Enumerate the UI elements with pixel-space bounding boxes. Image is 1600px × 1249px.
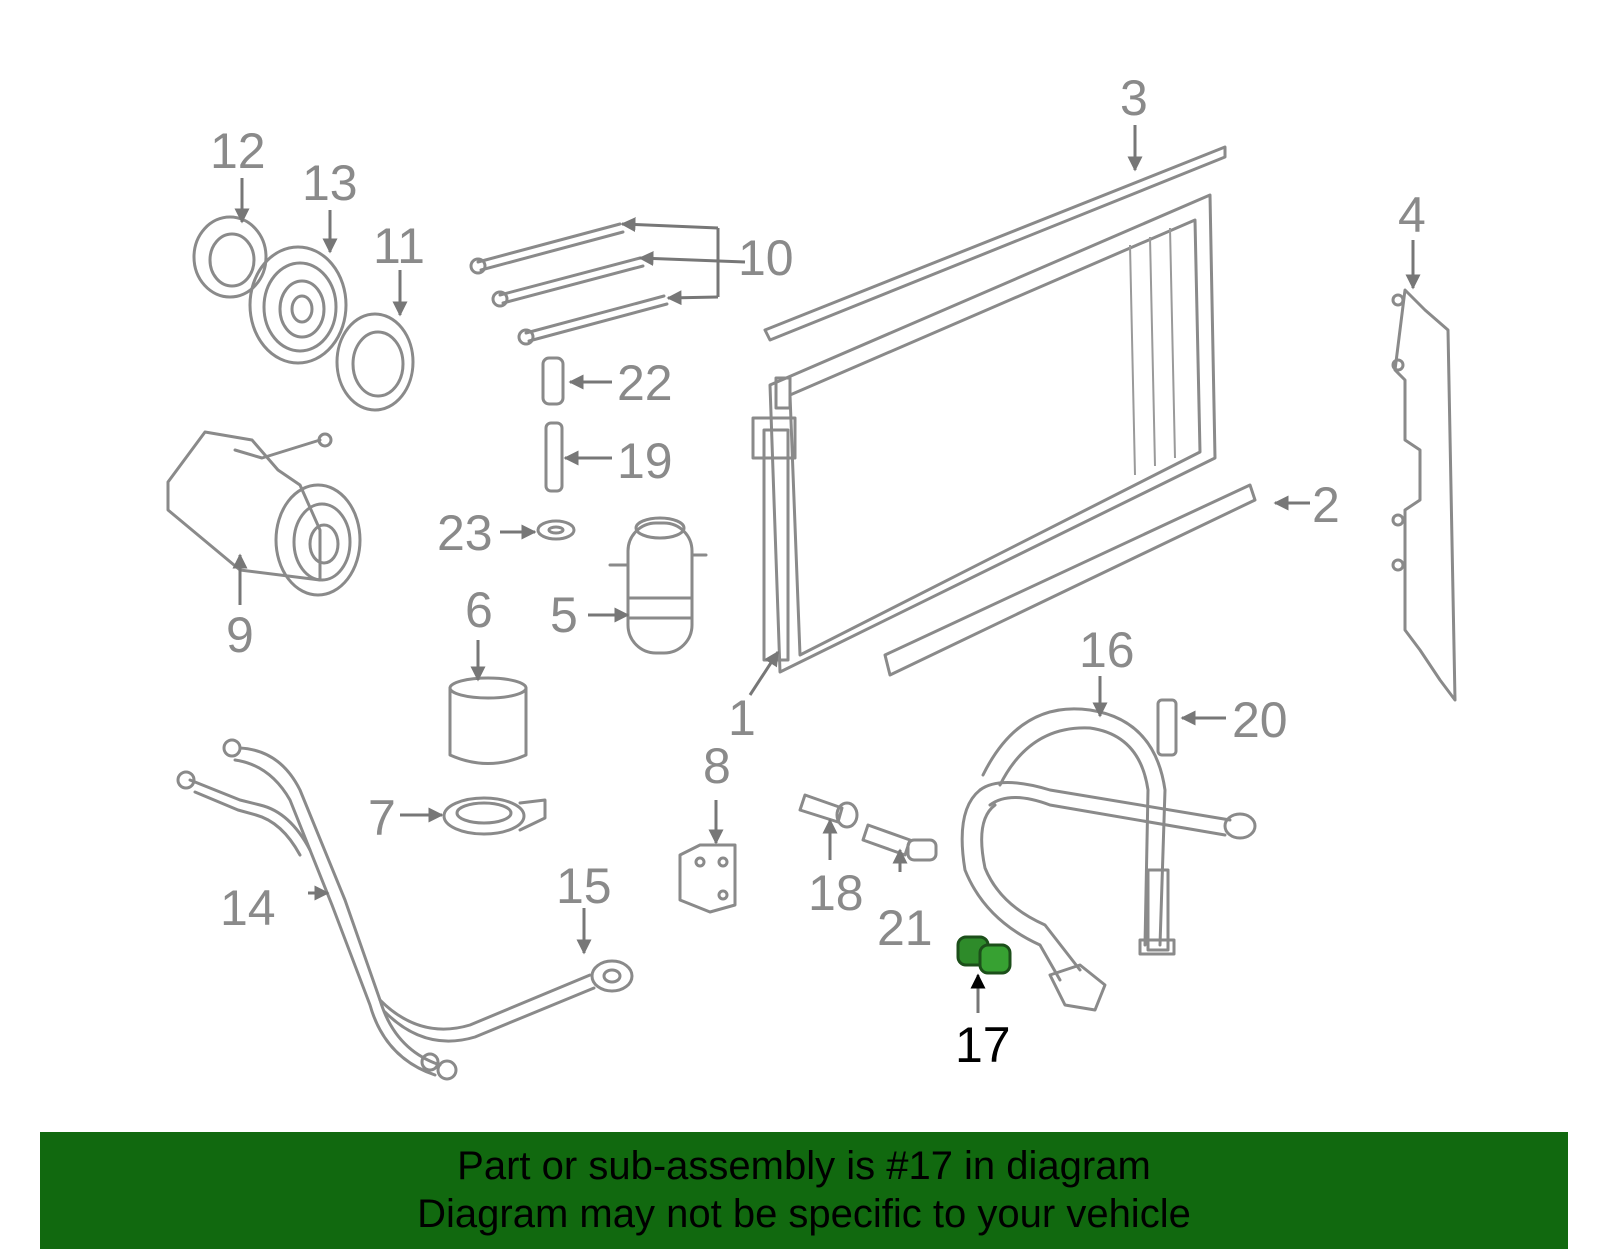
callout-19: 19 — [617, 433, 673, 489]
callout-21: 21 — [877, 900, 933, 956]
part-1-condenser — [751, 193, 1217, 674]
part-17-highlighted — [956, 935, 1012, 975]
callout-15: 15 — [556, 858, 612, 914]
callout-17: 17 — [955, 1017, 1011, 1073]
callout-1: 1 — [728, 690, 756, 746]
callout-23: 23 — [437, 505, 493, 561]
callout-22: 22 — [617, 355, 673, 411]
banner-line-2: Diagram may not be specific to your vehi… — [417, 1192, 1191, 1236]
callout-13: 13 — [302, 155, 358, 211]
callout-14: 14 — [220, 880, 276, 936]
banner-line-1: Part or sub-assembly is #17 in diagram — [457, 1144, 1151, 1188]
callout-7: 7 — [368, 790, 396, 846]
part-10-bolts — [469, 222, 669, 346]
part-16-hose — [960, 707, 1257, 1012]
part-15-line — [378, 959, 634, 1043]
part-14-hose — [176, 738, 458, 1081]
part-7-bracket — [442, 796, 547, 836]
part-22-sleeve — [541, 356, 565, 406]
part-12-ring — [192, 215, 268, 299]
info-banner: Part or sub-assembly is #17 in diagram D… — [40, 1132, 1568, 1249]
callout-2: 2 — [1312, 477, 1340, 533]
part-19-stud — [544, 421, 564, 493]
part-5-accumulator — [608, 516, 708, 655]
callout-16: 16 — [1079, 622, 1135, 678]
callout-11: 11 — [373, 218, 425, 274]
callout-5: 5 — [550, 587, 578, 643]
part-8-bracket — [678, 843, 737, 914]
callout-8: 8 — [703, 738, 731, 794]
part-9-compressor — [166, 430, 362, 597]
part-23-washer — [536, 519, 576, 541]
leader-lines — [232, 125, 1421, 1013]
part-6-sleeve — [448, 676, 528, 765]
callout-20: 20 — [1232, 692, 1288, 748]
part-4-panel — [1391, 288, 1457, 702]
callout-18: 18 — [808, 865, 864, 921]
part-20-valve — [1156, 698, 1178, 757]
callout-9: 9 — [226, 607, 254, 663]
callout-10: 10 — [738, 230, 794, 286]
part-2-seal — [883, 483, 1257, 677]
callout-3: 3 — [1120, 70, 1148, 126]
callout-12: 12 — [210, 123, 266, 179]
part-3-seal — [763, 145, 1227, 342]
parts-diagram: 1 2 3 4 5 6 7 8 9 10 11 12 13 14 15 16 1… — [166, 70, 1457, 1081]
callout-numbers: 1 2 3 4 5 6 7 8 9 10 11 12 13 14 15 16 1… — [210, 70, 1426, 1073]
part-13-pulley — [248, 245, 348, 365]
part-18-fitting — [798, 793, 859, 829]
callout-6: 6 — [465, 582, 493, 638]
callout-4: 4 — [1398, 187, 1426, 243]
part-11-coil — [335, 312, 415, 412]
